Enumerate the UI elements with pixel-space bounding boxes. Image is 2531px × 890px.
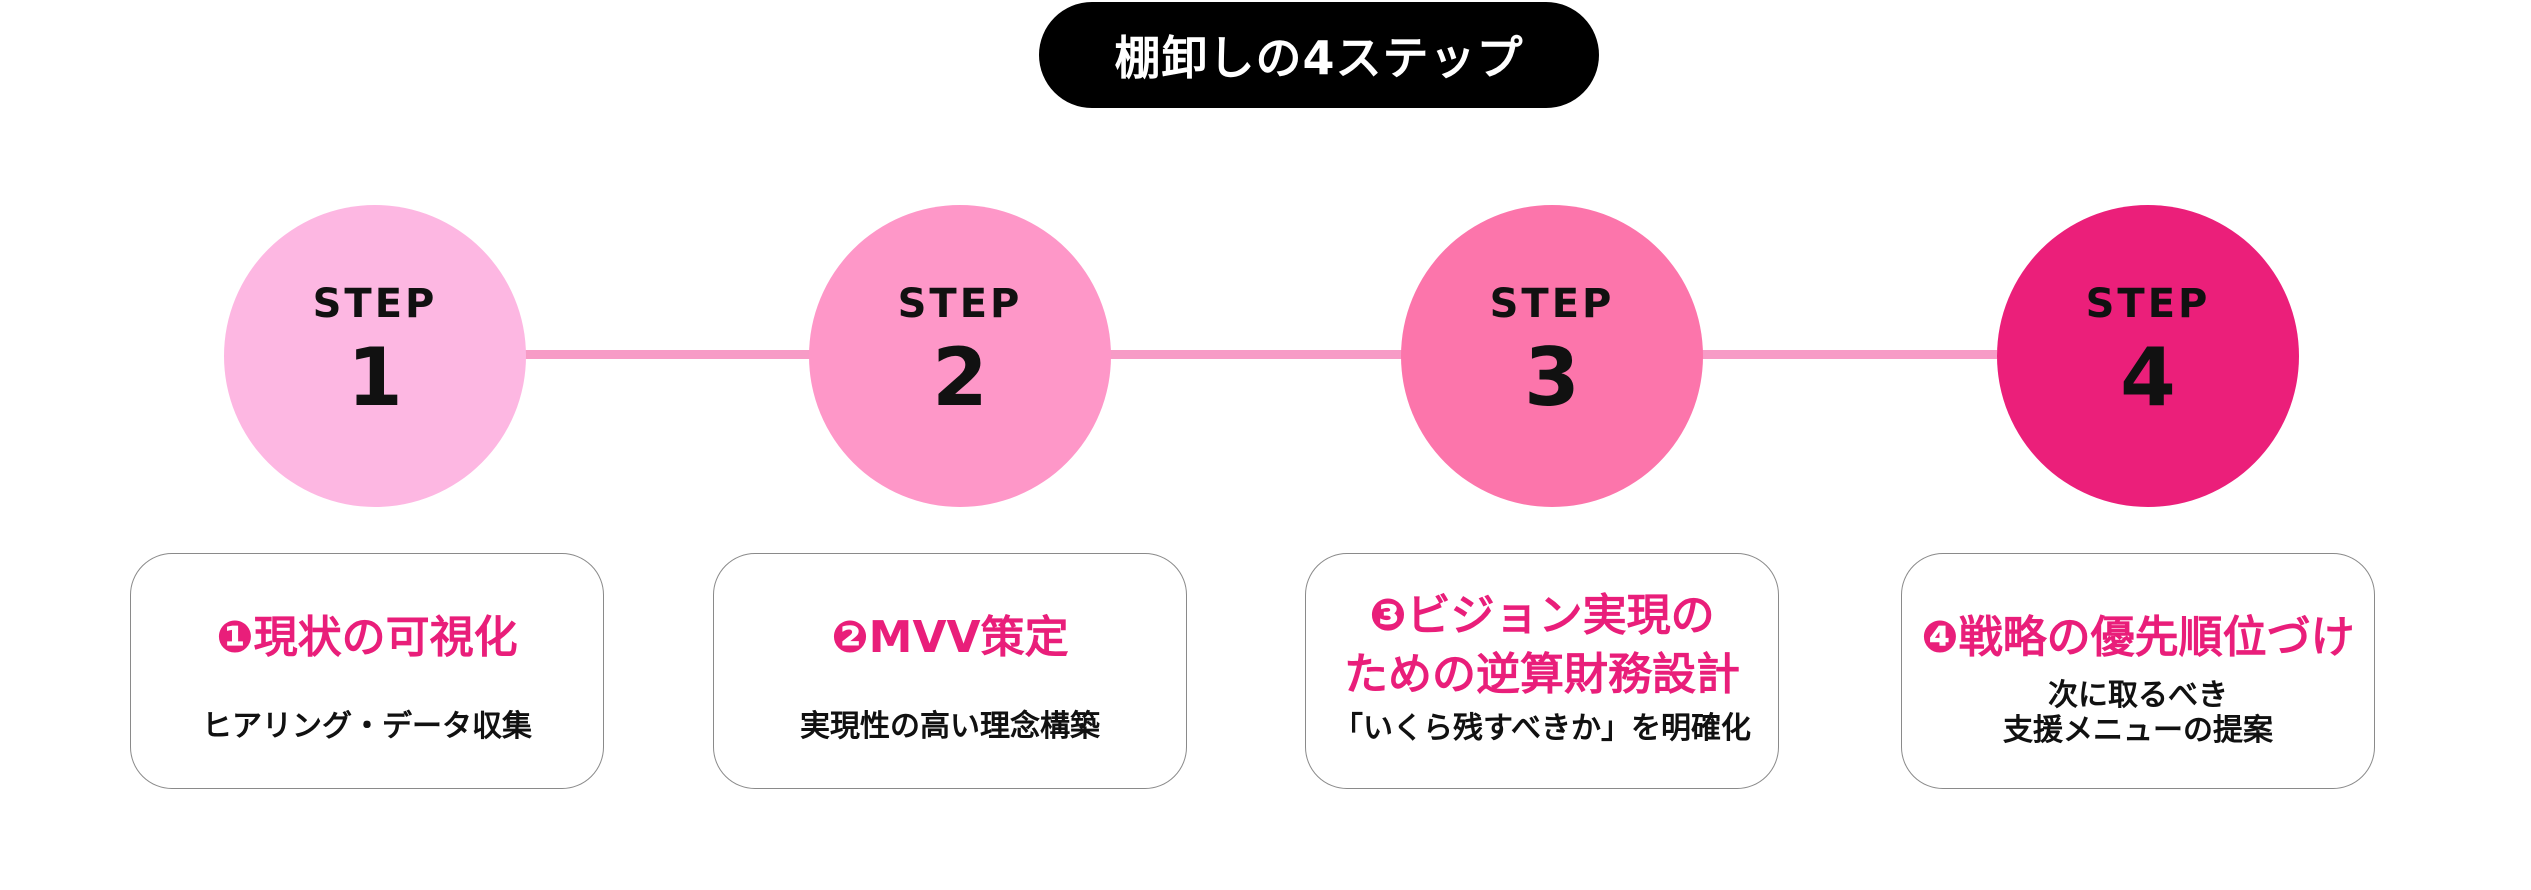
step-2-description: 実現性の高い理念構築 (800, 709, 1100, 744)
step-1-heading: ❶現状の可視化 (216, 612, 518, 663)
step-1-circle: STEP 1 (224, 205, 526, 507)
connector-line-1-2 (525, 350, 815, 359)
step-4-label: STEP (2085, 281, 2211, 327)
step-4-number: 4 (2120, 331, 2176, 424)
connector-line-3-4 (1697, 350, 1997, 359)
step-3-number: 3 (1524, 331, 1580, 424)
step-4-heading: ❹戦略の優先順位づけ (1921, 612, 2355, 663)
step-3-heading-line-2: ための逆算財務設計 (1344, 649, 1740, 700)
step-1-card: ❶現状の可視化 ヒアリング・データ収集 (130, 553, 604, 789)
step-4-description-line-1: 次に取るべき (2048, 678, 2228, 713)
diagram-title: 棚卸しの4ステップ (1039, 2, 1599, 108)
step-4-description-line-2: 支援メニューの提案 (2003, 713, 2273, 748)
step-3-card: ❸ビジョン実現の ための逆算財務設計 「いくら残すべきか」を明確化 (1305, 553, 1779, 789)
step-2-circle: STEP 2 (809, 205, 1111, 507)
step-3-description: 「いくら残すべきか」を明確化 (1333, 711, 1751, 746)
step-3-label: STEP (1489, 281, 1615, 327)
step-3-circle: STEP 3 (1401, 205, 1703, 507)
step-2-number: 2 (932, 331, 988, 424)
connector-line-2-3 (1108, 350, 1408, 359)
step-2-card: ❷MVV策定 実現性の高い理念構築 (713, 553, 1187, 789)
step-2-heading: ❷MVV策定 (831, 612, 1069, 663)
step-1-number: 1 (347, 331, 403, 424)
step-4-card: ❹戦略の優先順位づけ 次に取るべき 支援メニューの提案 (1901, 553, 2375, 789)
step-1-description: ヒアリング・データ収集 (202, 709, 532, 744)
step-3-heading-line-1: ❸ビジョン実現の (1369, 590, 1715, 641)
step-2-label: STEP (897, 281, 1023, 327)
step-1-label: STEP (312, 281, 438, 327)
step-4-circle: STEP 4 (1997, 205, 2299, 507)
